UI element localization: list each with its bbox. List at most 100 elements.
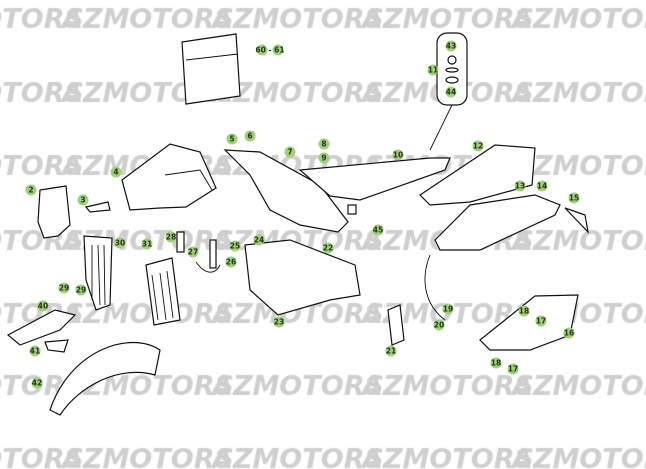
callout-badge xyxy=(77,194,89,206)
callout-badge xyxy=(514,180,526,192)
callout-badge xyxy=(37,300,49,312)
callout-41: 41 xyxy=(29,345,41,357)
callout-badge xyxy=(226,133,238,145)
callout-17: 17 xyxy=(535,315,547,327)
callout-20: 20 xyxy=(433,319,445,331)
callout-number: 2 xyxy=(28,186,33,195)
callout-number: 24 xyxy=(254,236,264,245)
callout-number: 14 xyxy=(537,182,547,191)
callout-badge xyxy=(58,282,70,294)
callout-badge xyxy=(442,303,454,315)
callout-number: 27 xyxy=(188,248,198,257)
callout-number: 10 xyxy=(393,151,403,160)
callout-number: 12 xyxy=(473,142,483,151)
part-bag xyxy=(181,33,241,105)
callout-badge xyxy=(568,192,580,204)
callout-28: 28 xyxy=(165,231,177,243)
callout-number: 30 xyxy=(115,239,125,248)
callout-number: 29 xyxy=(59,284,69,293)
callout-8: 8 xyxy=(318,138,330,150)
part-front-plate xyxy=(6,309,77,346)
callout-number: 3 xyxy=(80,196,85,205)
callout-badge xyxy=(322,242,334,254)
callout-number: 40 xyxy=(38,302,48,311)
callout-number: 25 xyxy=(230,242,240,251)
callout-badge xyxy=(284,146,296,158)
callout-badge xyxy=(507,363,519,375)
callout-17: 17 xyxy=(507,363,519,375)
callout-number: 4 xyxy=(113,168,118,177)
callout-4: 4 xyxy=(110,166,122,178)
callout-badge xyxy=(165,231,177,243)
callout-number: 21 xyxy=(386,347,396,356)
callout-44: 44 xyxy=(445,86,457,98)
part-side-cover xyxy=(419,144,536,206)
callout-number: 5 xyxy=(229,135,234,144)
callout-45: 45 xyxy=(372,224,384,236)
callout-7: 7 xyxy=(284,146,296,158)
callout-25: 25 xyxy=(229,240,241,252)
callout-badge xyxy=(518,305,530,317)
callout-40: 40 xyxy=(37,300,49,312)
callout-21: 21 xyxy=(385,345,397,357)
callout-13: 13 xyxy=(514,180,526,192)
callout-number: 8 xyxy=(321,140,326,149)
callout-badge xyxy=(445,40,457,52)
callout-number: 6 xyxy=(247,132,252,141)
callout-badge xyxy=(536,180,548,192)
callout-number: 19 xyxy=(443,305,453,314)
callout-badge xyxy=(25,184,37,196)
callout-badge xyxy=(563,327,575,339)
callout-badge xyxy=(472,140,484,152)
callout-badge xyxy=(114,237,126,249)
callout-badge xyxy=(110,166,122,178)
callout-number: 45 xyxy=(373,226,383,235)
callout-number: 9 xyxy=(321,154,326,163)
callout-badge xyxy=(273,316,285,328)
callout-number: 31 xyxy=(142,240,152,249)
part-tank xyxy=(223,149,349,233)
callout-12: 12 xyxy=(472,140,484,152)
part-lower-shroud xyxy=(244,239,361,316)
callout-badge xyxy=(445,86,457,98)
callout-number: 16 xyxy=(564,329,574,338)
callout-43: 43 xyxy=(445,40,457,52)
callout-number: 23 xyxy=(274,318,284,327)
callout-2: 2 xyxy=(25,184,37,196)
callout-9: 9 xyxy=(318,152,330,164)
callout-18: 18 xyxy=(490,357,502,369)
callout-badge xyxy=(318,152,330,164)
callout-number: 18 xyxy=(491,359,501,368)
callout-badge xyxy=(229,240,241,252)
callout-number: 42 xyxy=(32,379,42,388)
callout-badge xyxy=(392,149,404,161)
callout-badge xyxy=(372,224,384,236)
callout-10: 10 xyxy=(392,149,404,161)
callout-badge xyxy=(272,44,284,56)
callout-3: 3 xyxy=(77,194,89,206)
callout-badge xyxy=(141,238,153,250)
part-side-number-plate xyxy=(479,294,579,351)
callout-number: 17 xyxy=(508,365,518,374)
callout-24: 24 xyxy=(253,234,265,246)
callout-badge xyxy=(256,44,268,56)
callout-30: 30 xyxy=(114,237,126,249)
callout-badge xyxy=(29,345,41,357)
callout-badge xyxy=(31,377,43,389)
callout-26: 26 xyxy=(225,256,237,268)
callout-badge xyxy=(535,315,547,327)
callout-18: 18 xyxy=(518,305,530,317)
callout-number: 13 xyxy=(515,182,525,191)
callout-badge xyxy=(385,345,397,357)
callout-number: 60 - 61 xyxy=(255,46,284,55)
callout-badge xyxy=(490,357,502,369)
callout-11: 11 xyxy=(427,64,439,76)
callout-60-61: 60 - 61 xyxy=(255,44,285,56)
callout-badge xyxy=(225,256,237,268)
callout-6: 6 xyxy=(244,130,256,142)
callout-number: 43 xyxy=(446,42,456,51)
